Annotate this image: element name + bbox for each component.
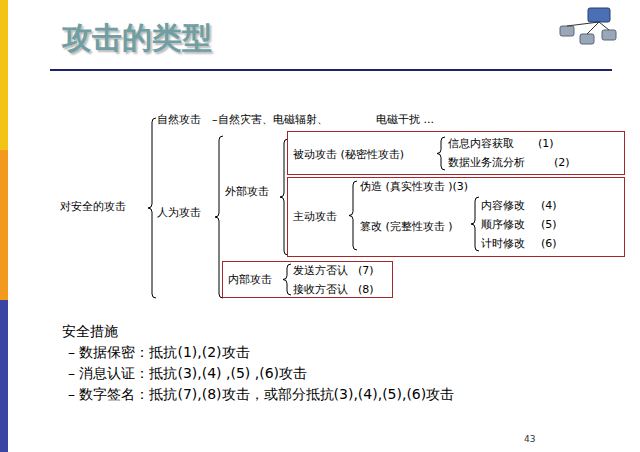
- bullet-text: – 数字签名：抵抗(7),(8)攻击，或部分抵抗(3),(4),(5),(6)攻…: [68, 386, 454, 403]
- side-bar-yellow: [0, 0, 8, 150]
- root-label: 对安全的攻击: [60, 200, 126, 213]
- attack-item-text: 数据业务流分析: [448, 156, 525, 169]
- attack-item-text: (2): [554, 156, 570, 169]
- slide-title: 攻击的类型: [62, 20, 212, 56]
- network-icon: [560, 8, 616, 44]
- curly-brace: [471, 197, 479, 251]
- brace-group: [148, 118, 479, 298]
- attack-item-text: 发送方否认: [293, 264, 348, 277]
- curly-brace: [283, 264, 291, 295]
- example-text: 电磁干扰 ...: [376, 113, 434, 126]
- bullet-text: – 消息认证：抵抗(3),(4) ,(5) ,(6)攻击: [68, 365, 307, 382]
- attack-item-text: 计时修改: [481, 237, 525, 250]
- section-heading: 安全措施: [62, 323, 118, 340]
- curly-brace: [437, 137, 445, 170]
- attack-item-text: (8): [358, 283, 374, 296]
- curly-brace: [349, 181, 357, 250]
- example-text: –自然灾害、电磁辐射、: [212, 113, 328, 126]
- attack-item-text: 信息内容获取: [448, 137, 514, 150]
- attack-item-text: 接收方否认: [293, 283, 348, 296]
- category-label: 外部攻击: [225, 185, 269, 198]
- attack-item-text: 内容修改: [481, 199, 525, 212]
- attack-group-box: 主动攻击 伪造 (真实性攻击 )(3) 篡改 (完整性攻击 ) 内容修改 (4) 顺序修改…: [287, 177, 625, 257]
- attack-item-text: 主动攻击: [293, 210, 337, 223]
- category-label: 自然攻击: [157, 113, 201, 126]
- attack-item-text: 篡改 (完整性攻击 ): [360, 220, 453, 233]
- attack-item-text: (4): [541, 199, 557, 212]
- title-rule: [50, 69, 612, 71]
- attack-item-text: (5): [541, 218, 557, 231]
- side-bar-orange: [0, 150, 8, 300]
- attack-item-text: (6): [541, 237, 557, 250]
- attack-item-text: (1): [538, 137, 554, 150]
- attack-item-text: (7): [358, 264, 374, 277]
- attack-group-box: 被动攻击 (秘密性攻击) 信息内容获取 (1) 数据业务流分析 (2): [287, 131, 625, 175]
- side-bar-blue: [0, 300, 8, 452]
- attack-item-text: 被动攻击 (秘密性攻击): [293, 148, 404, 161]
- attack-item-text: 伪造 (真实性攻击 )(3): [360, 180, 468, 193]
- bullet-text: – 数据保密：抵抗(1),(2)攻击: [68, 344, 250, 361]
- attack-item-text: 内部攻击: [228, 273, 272, 286]
- curly-brace: [148, 118, 156, 298]
- attack-group-box: 内部攻击 发送方否认 (7) 接收方否认 (8): [222, 261, 393, 298]
- page-number: 43: [524, 434, 535, 445]
- attack-item-text: 顺序修改: [481, 218, 525, 231]
- category-label: 人为攻击: [157, 206, 201, 219]
